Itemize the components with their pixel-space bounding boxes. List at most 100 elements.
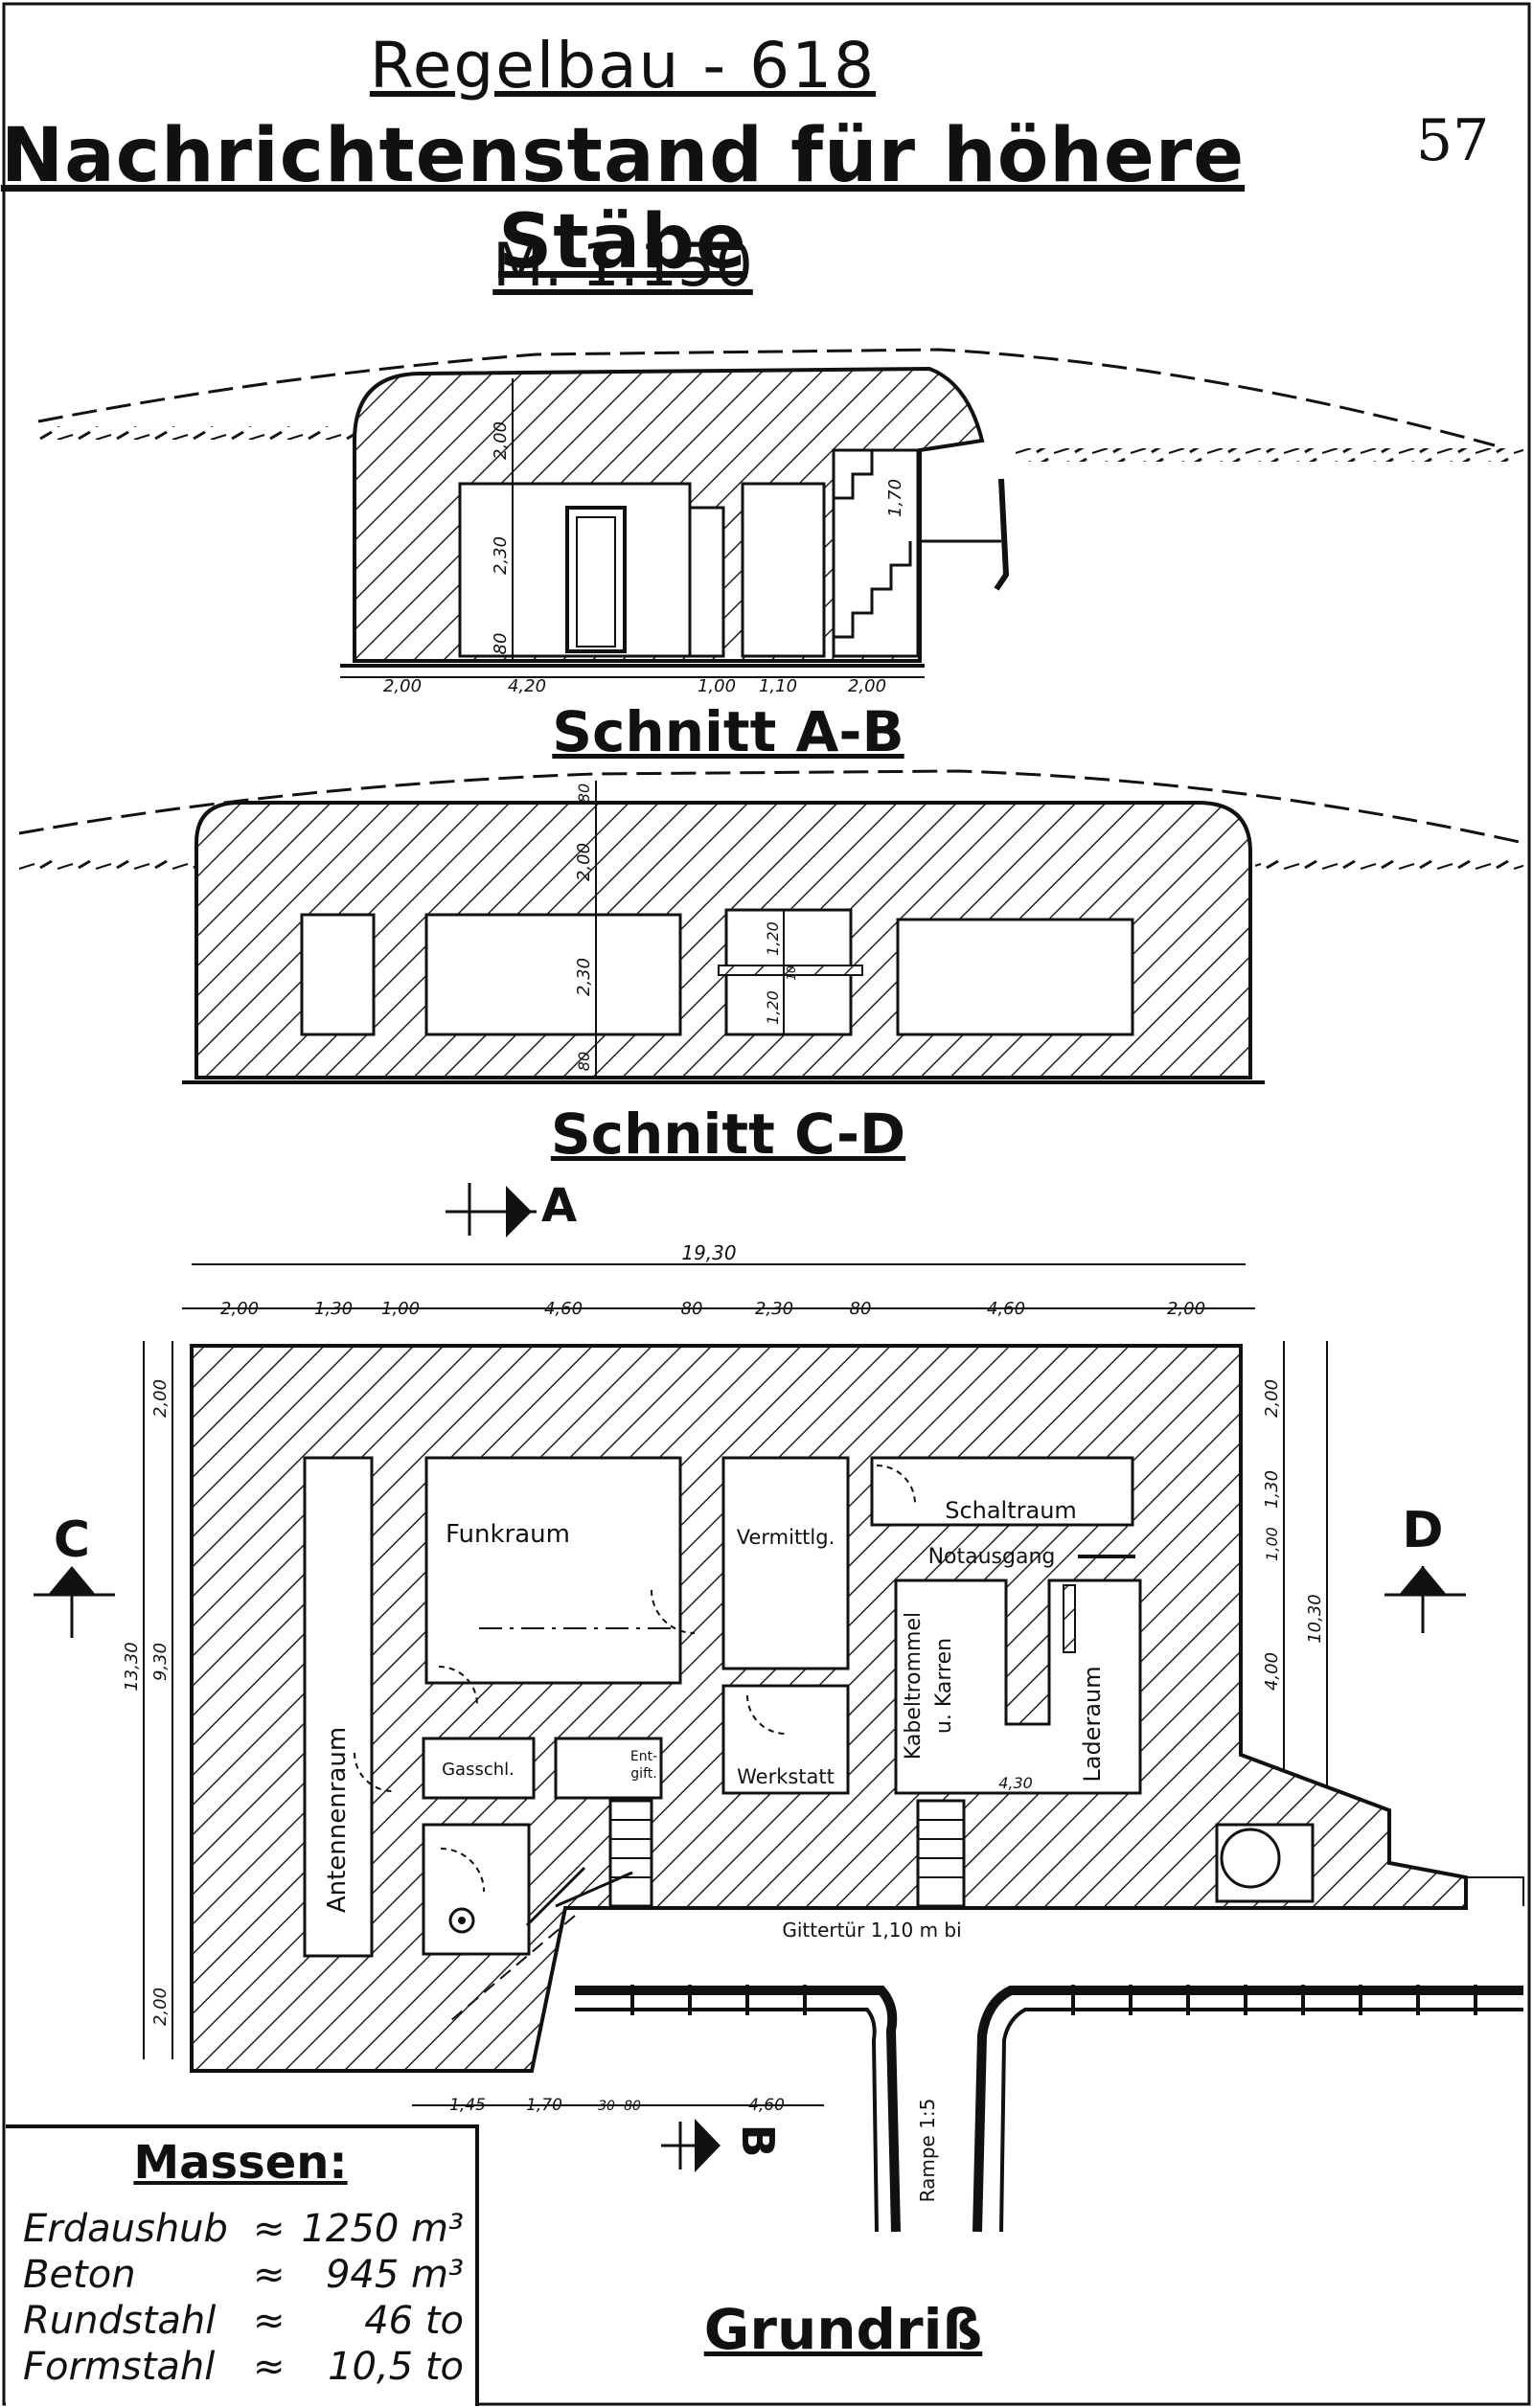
ground-line-left [38, 426, 355, 440]
quantity-label: Erdaushub [23, 2207, 228, 2251]
vdim-ab-4: 1,70 [885, 479, 905, 517]
ramp-wall-left [575, 1986, 901, 2233]
section-marker-c: C [34, 1511, 115, 1638]
label-karren: u. Karren [932, 1638, 956, 1734]
dim-top-6: 2,30 [755, 1299, 793, 1319]
drawing-scale: M. 1:150 [492, 230, 753, 300]
label-vermittlung: Vermittlg. [737, 1526, 835, 1549]
door-swing-6 [440, 1848, 485, 1893]
section-c-d: 80 2,00 2,30 80 1,20 10 1,20 [18, 769, 1524, 1084]
quantities-heading: Massen: [133, 2136, 348, 2190]
dim-bottom-4: 80 [624, 2099, 641, 2114]
door-swing-5 [746, 1694, 787, 1735]
door-swing-3 [651, 1589, 696, 1634]
dim-bottom-2: 1,70 [526, 2096, 562, 2115]
vdim-ab-2: 2,30 [491, 536, 511, 575]
approx-sign: ≈ [253, 2207, 286, 2251]
approx-sign: ≈ [253, 2253, 286, 2297]
room-funkraum [424, 1456, 682, 1685]
ramp-wall-left-inner [575, 2008, 879, 2233]
room-cavity-cd-2 [424, 913, 682, 1036]
dim-inner: 4,30 [998, 1774, 1033, 1792]
room-vermittlung [721, 1456, 850, 1670]
dim-bottom-3: 30 [598, 2099, 615, 2114]
room-cavity-cd-4 [896, 918, 1134, 1036]
quantity-label: Beton [23, 2253, 136, 2297]
room-entrance-vestibule [422, 1823, 531, 1956]
ventilation-icon [448, 1907, 475, 1934]
earth-mound-line-cd [18, 769, 1524, 845]
dim-bottom-1: 1,45 [449, 2096, 486, 2115]
section-a-b: 2,00 4,20 1,00 1,10 2,00 2,00 2,30 80 1,… [37, 348, 1523, 696]
ground-line-cd-right [1255, 857, 1523, 871]
label-gittertuer: Gittertür 1,10 m bi [782, 1919, 961, 1942]
stairs-ab-upper [834, 450, 874, 500]
label-rampe: Rampe 1:5 [916, 2099, 939, 2203]
exit-steps [1466, 1876, 1524, 1906]
dim-top-5: 80 [681, 1299, 703, 1319]
stair-treads [610, 1819, 964, 1878]
vdim-cd-6: 10 [785, 965, 798, 981]
dim-left-1: 13,30 [122, 1642, 142, 1692]
caption-section-ab: Schnitt A-B [552, 699, 904, 764]
label-entgift-1: Ent- [630, 1749, 657, 1764]
label-antennenraum: Antennenraum [323, 1727, 352, 1913]
dim-total: 19,30 [681, 1241, 736, 1264]
revetment-posts [630, 1985, 1477, 2015]
vdim-cd-2: 2,00 [574, 843, 594, 881]
stairs-left [608, 1799, 653, 1908]
label-notausgang: Notausgang [928, 1545, 1056, 1569]
approx-sign: ≈ [253, 2345, 286, 2389]
label-werkstatt: Werkstatt [737, 1765, 835, 1788]
dim-top-8: 4,60 [987, 1299, 1025, 1319]
section-marker-d: D [1384, 1502, 1466, 1633]
stairs-ab-lower [834, 541, 912, 639]
room-entgiftung [554, 1737, 663, 1800]
vdim-cd-3: 2,30 [574, 958, 594, 996]
ground-line-right [1016, 448, 1523, 462]
dim-ab-4: 1,10 [759, 676, 797, 696]
vdim-cd-5: 1,20 [764, 921, 782, 956]
dim-top-3: 1,00 [381, 1299, 420, 1319]
dim-right-4: 4,00 [1262, 1652, 1282, 1691]
dim-right-5: 10,30 [1305, 1594, 1325, 1644]
marker-a-label: A [541, 1179, 577, 1233]
room-cavity-ab-3 [741, 482, 826, 658]
page-number: 57 [1416, 107, 1490, 174]
vdim-cd-7: 1,20 [764, 990, 782, 1025]
dim-top-9: 2,00 [1167, 1299, 1205, 1319]
marker-d-label: D [1402, 1502, 1443, 1559]
door-frame-ab [576, 516, 616, 647]
quantity-label: Formstahl [23, 2345, 216, 2389]
caption-floor-plan: Grundriß [703, 2297, 983, 2362]
dim-ab-3: 1,00 [698, 676, 736, 696]
room-cavity-cd-1 [300, 913, 376, 1036]
room-cavity-ab-2 [688, 506, 725, 658]
dim-top-2: 1,30 [314, 1299, 353, 1319]
ventilation-icon-center [458, 1917, 466, 1924]
quantity-value: 46 to [364, 2299, 464, 2343]
gate-swing [449, 1915, 576, 2022]
room-gasschleuse [422, 1737, 536, 1800]
quantities-table: Massen: Erdaushub ≈ 1250 m³ Beton ≈ 945 … [6, 2124, 479, 2406]
quantity-label: Rundstahl [23, 2299, 217, 2343]
caption-section-cd: Schnitt C-D [550, 1102, 906, 1167]
dim-right-3: 1,00 [1263, 1527, 1281, 1561]
door-swing-2 [354, 1752, 394, 1792]
room-werkstatt [721, 1684, 850, 1795]
vdim-cd-1: 80 [575, 784, 593, 803]
dim-ab-5: 2,00 [848, 676, 886, 696]
dim-top-7: 80 [850, 1299, 872, 1319]
floor-plan: 19,30 2,00 1,30 1,00 4,60 80 2,30 80 4,6… [122, 1241, 1524, 2233]
ramp-wall-right-inner [999, 2008, 1523, 2233]
dim-ab-1: 2,00 [383, 676, 422, 696]
dim-right-1: 2,00 [1262, 1379, 1282, 1418]
section-marker-a: A [446, 1179, 577, 1238]
marker-b-label: B [732, 2124, 784, 2157]
laderaum-pillar [1063, 1584, 1076, 1653]
stairs-right [916, 1799, 966, 1908]
intermediate-slab-cd [718, 965, 863, 976]
room-schaltraum [870, 1456, 1134, 1527]
